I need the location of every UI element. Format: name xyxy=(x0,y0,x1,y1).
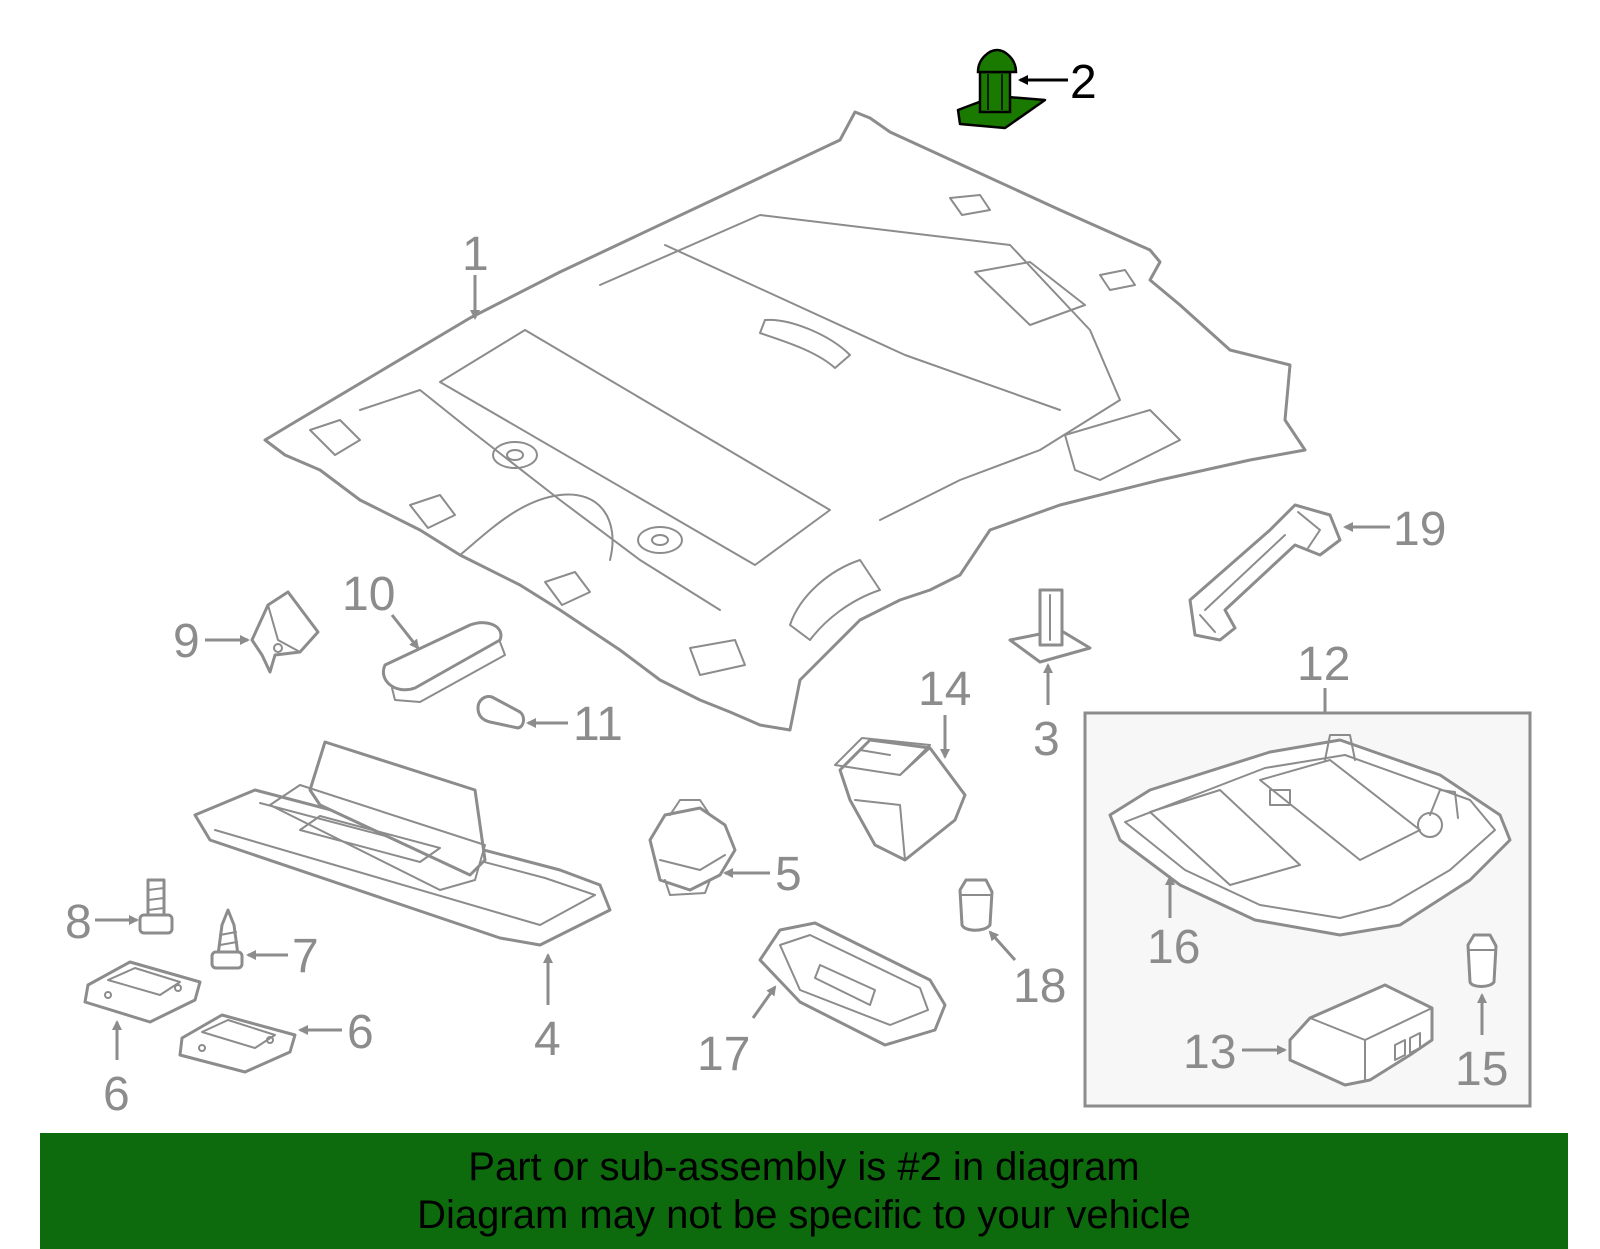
callout-16: 16 xyxy=(1147,921,1200,974)
module-part-13[interactable] xyxy=(1288,983,1434,1087)
info-banner: Part or sub-assembly is #2 in diagram Di… xyxy=(40,1133,1568,1249)
lamp-cover-part-10[interactable] xyxy=(381,621,506,703)
leader-arrow-17 xyxy=(751,985,777,1019)
callout-13: 13 xyxy=(1183,1026,1236,1079)
clip-part-5[interactable] xyxy=(648,799,737,896)
callout-15: 15 xyxy=(1455,1043,1508,1096)
clip-part-2-highlighted[interactable] xyxy=(956,48,1047,130)
bezel-part-17[interactable] xyxy=(758,921,947,1047)
switch-part-14[interactable] xyxy=(834,737,967,862)
banner-line-2: Diagram may not be specific to your vehi… xyxy=(417,1193,1191,1237)
callout-8: 8 xyxy=(65,896,92,949)
bulb-part-18[interactable] xyxy=(958,878,994,932)
callout-18: 18 xyxy=(1013,960,1066,1013)
headliner-part-1[interactable] xyxy=(263,110,1307,732)
callout-11: 11 xyxy=(573,698,623,751)
callout-3: 3 xyxy=(1033,713,1060,766)
bulb-part-11[interactable] xyxy=(476,695,525,730)
grab-handle-part-19[interactable] xyxy=(1188,503,1342,642)
leader-arrow-18 xyxy=(988,930,1017,961)
callout-9: 9 xyxy=(173,615,200,668)
holder-plate-part-6b[interactable] xyxy=(178,1013,297,1074)
callout-12: 12 xyxy=(1297,638,1350,691)
banner-line-1: Part or sub-assembly is #2 in diagram xyxy=(468,1145,1140,1189)
callout-7: 7 xyxy=(292,930,319,983)
callout-17: 17 xyxy=(697,1028,750,1081)
callout-5: 5 xyxy=(775,848,802,901)
leader-arrow-10 xyxy=(390,614,420,650)
callout-4: 4 xyxy=(534,1013,561,1066)
callout-10: 10 xyxy=(342,568,395,621)
screw-part-7[interactable] xyxy=(210,908,244,970)
holder-plate-part-6a[interactable] xyxy=(83,960,202,1024)
console-housing-part-16[interactable] xyxy=(1108,734,1512,937)
callout-1: 1 xyxy=(462,228,489,281)
bolt-part-8[interactable] xyxy=(138,878,174,935)
callout-19: 19 xyxy=(1393,503,1446,556)
callout-2: 2 xyxy=(1070,56,1097,109)
callout-6a: 6 xyxy=(103,1068,130,1121)
sun-visor-part-4[interactable] xyxy=(193,740,612,947)
bulb-part-15[interactable] xyxy=(1466,933,1498,988)
clip-part-3[interactable] xyxy=(1008,588,1092,664)
callout-6b: 6 xyxy=(347,1006,374,1059)
callout-14: 14 xyxy=(918,663,971,716)
bracket-part-9[interactable] xyxy=(250,590,320,674)
